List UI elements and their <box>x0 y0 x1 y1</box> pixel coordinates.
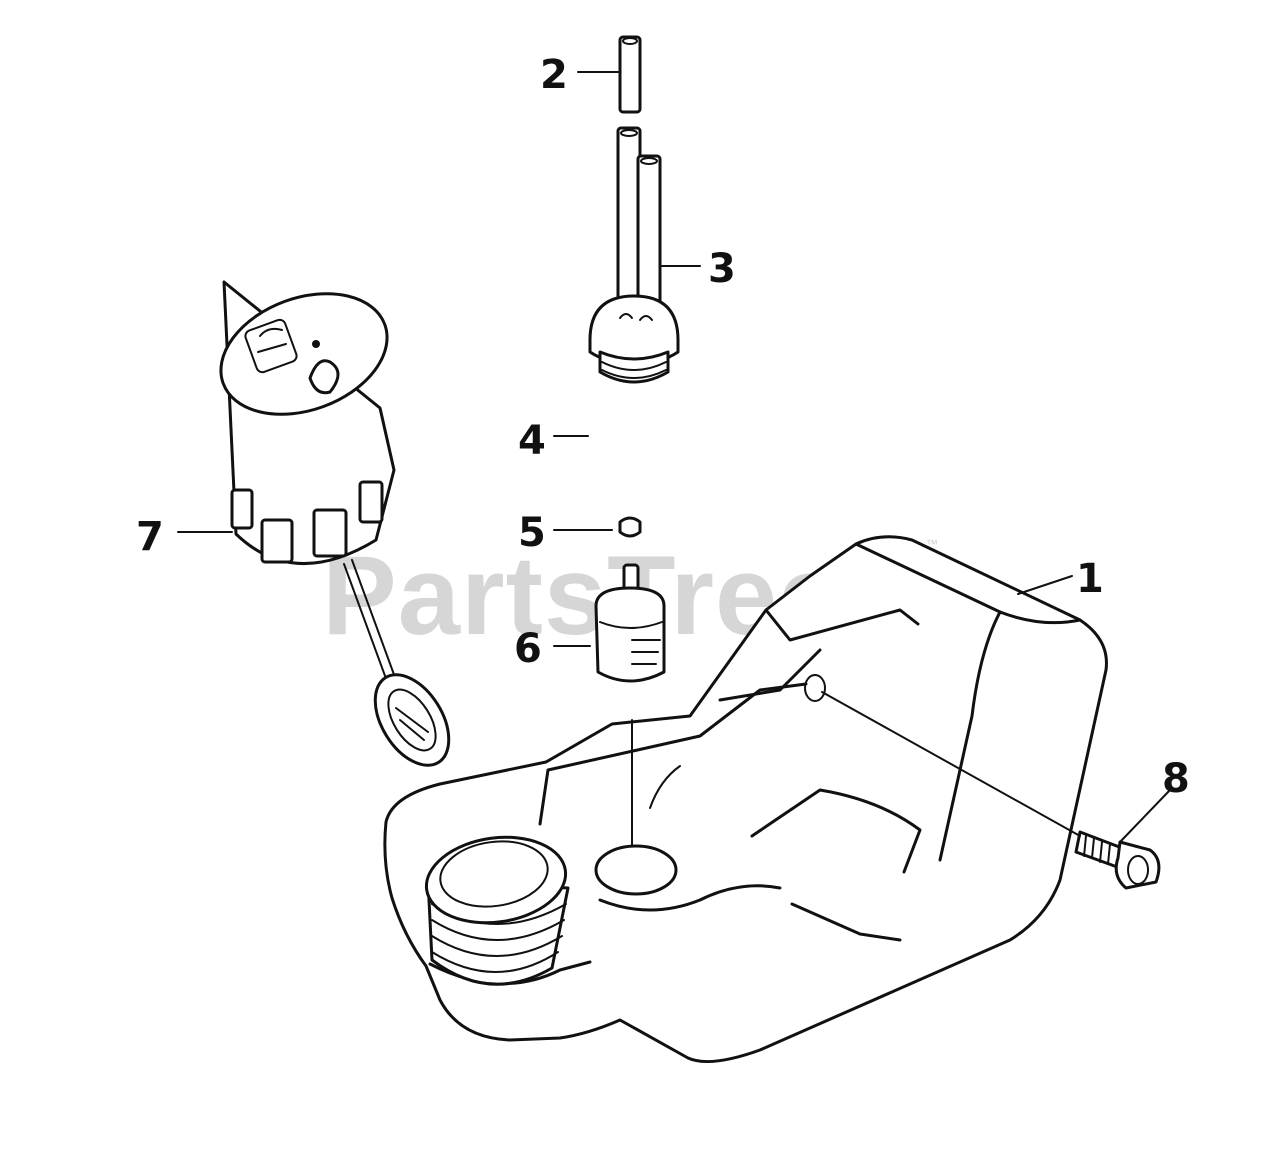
callout-1[interactable]: 1 <box>1076 556 1104 602</box>
callout-4[interactable]: 4 <box>518 418 546 464</box>
part-7-fuel-cap[interactable] <box>204 272 464 778</box>
callout-5[interactable]: 5 <box>518 510 546 556</box>
part-5-clip[interactable] <box>618 516 642 538</box>
leader-lines <box>177 71 1171 847</box>
part-1-fuel-tank[interactable] <box>383 535 1108 1064</box>
tank-filler-neck <box>424 835 570 986</box>
part-6-fuel-filter[interactable] <box>594 563 666 683</box>
callout-6[interactable]: 6 <box>514 626 542 672</box>
callout-8[interactable]: 8 <box>1162 756 1190 802</box>
callout-labels: 1 2 3 4 5 6 7 8 <box>136 52 1190 802</box>
callout-2[interactable]: 2 <box>540 52 568 98</box>
callout-7[interactable]: 7 <box>136 514 164 560</box>
part-4-grommet[interactable] <box>588 294 680 384</box>
tether-ring <box>373 673 451 767</box>
part-8-bolt[interactable] <box>1074 830 1161 890</box>
cap-symbol-icon <box>244 318 340 395</box>
part-2-short-tube[interactable] <box>618 35 642 114</box>
callout-3[interactable]: 3 <box>708 246 736 292</box>
